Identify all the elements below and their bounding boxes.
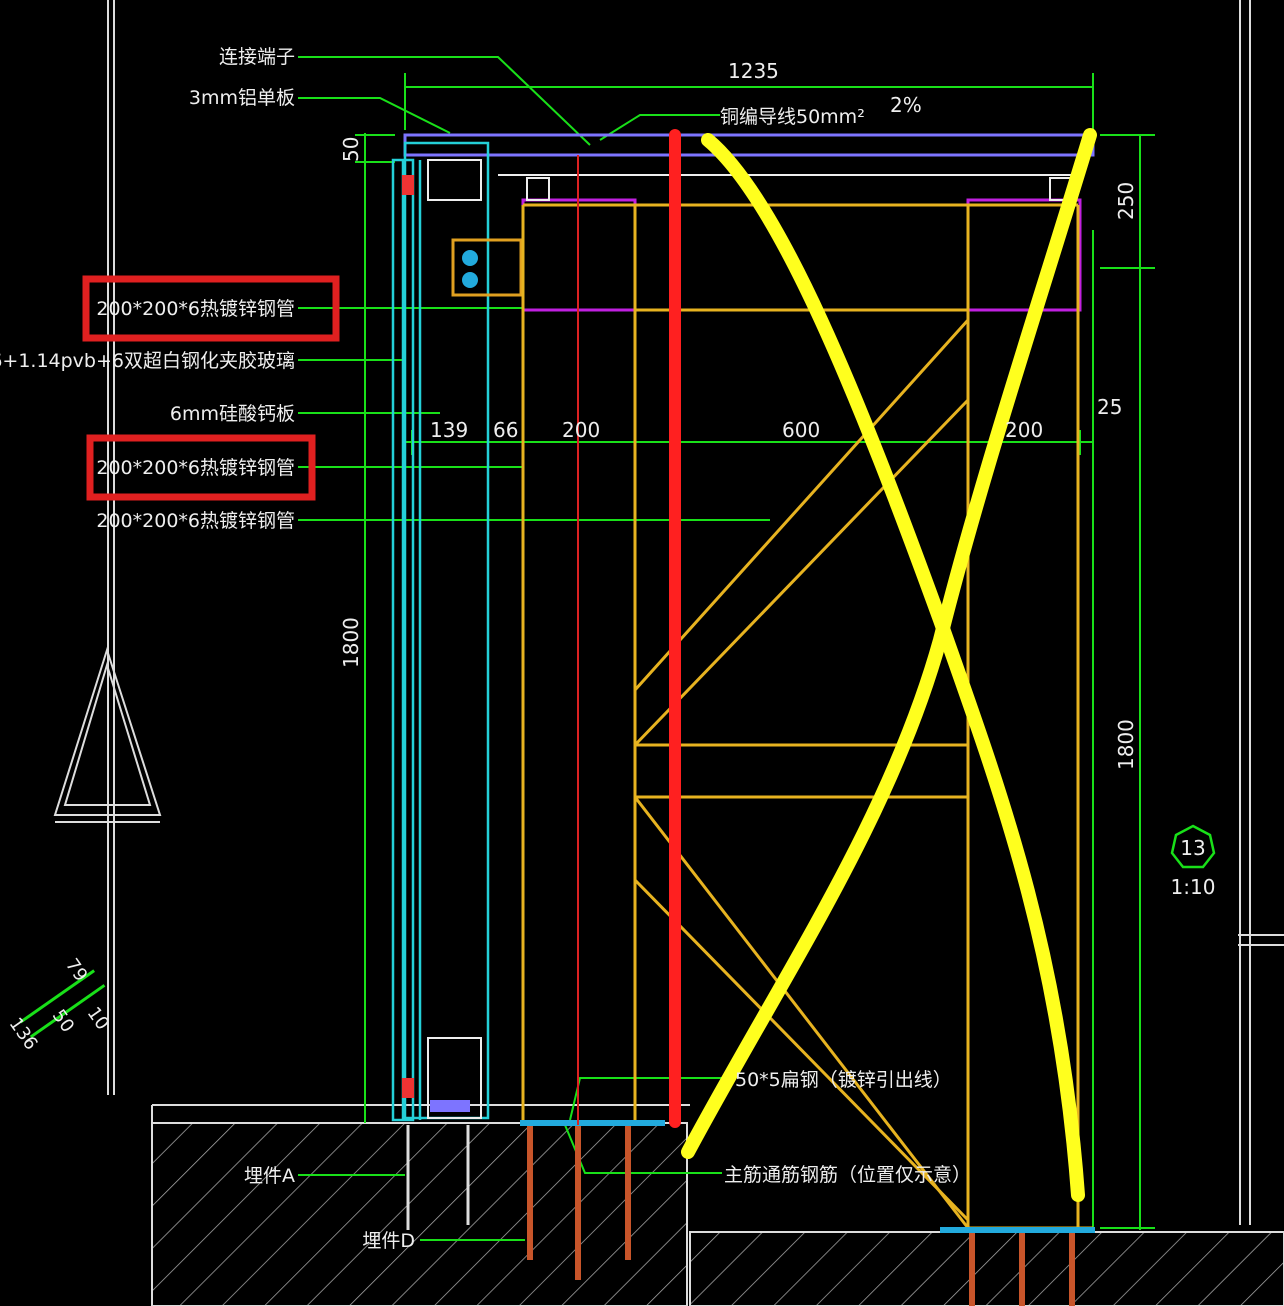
connector-box — [402, 175, 523, 1112]
label-embed-a: 埋件A — [244, 1165, 295, 1187]
dim-top-50: 50 — [339, 137, 363, 162]
label-main-rebar: 主筋通筋钢筋（位置仅示意） — [724, 1164, 971, 1186]
label-glass: 6+1.14pvb+6双超白钢化夹胶玻璃 — [0, 350, 295, 372]
label-connector: 连接端子 — [219, 46, 295, 68]
highlight-box-2 — [86, 434, 316, 501]
yellow-x-markup — [681, 128, 1097, 1202]
left-support — [53, 0, 162, 1095]
concrete-slab — [151, 1104, 1284, 1306]
dim-left-1800: 1800 — [339, 617, 363, 668]
dim-600: 600 — [782, 418, 820, 442]
label-embed-d: 埋件D — [362, 1230, 415, 1252]
label-steel-tube-1: 200*200*6热镀锌钢管 — [96, 298, 295, 320]
dim-200: 200 — [562, 418, 600, 442]
callout-scale: 1:10 — [1171, 875, 1216, 899]
dim-overall-width: 1235 — [728, 59, 779, 83]
label-steel-tube-2: 200*200*6热镀锌钢管 — [96, 457, 295, 479]
anchor-bolts — [406, 1125, 1075, 1306]
dimension-lines — [298, 56, 1155, 1241]
label-ground-wire: 铜编导线50mm² — [720, 106, 865, 128]
dim-right-1800: 1800 — [1114, 719, 1138, 770]
right-edge-lines — [1238, 0, 1284, 1225]
dim-66: 66 — [493, 418, 518, 442]
dim-top-250: 250 — [1114, 182, 1138, 220]
detail-callout: 13 1:10 — [1171, 824, 1216, 899]
label-alu-plate: 6mm硅酸钙板 — [170, 403, 295, 425]
label-steel-tube-3: 200*200*6热镀锌钢管 — [96, 510, 295, 532]
glass-panel — [391, 141, 490, 1122]
label-flat-steel: 50*5扁钢（镀锌引出线） — [735, 1069, 952, 1091]
dim-139: 139 — [430, 418, 468, 442]
highlight-box-1 — [82, 275, 340, 342]
callout-number: 13 — [1180, 836, 1205, 860]
dim-200b: 200 — [1005, 418, 1043, 442]
label-alu-panel: 3mm铝单板 — [189, 87, 295, 109]
dim-right-25: 25 — [1097, 395, 1122, 419]
dim-slope: 2% — [890, 93, 922, 117]
